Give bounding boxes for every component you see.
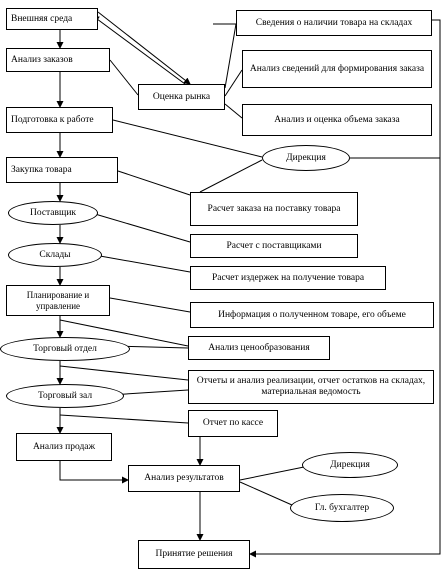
node-direction-bottom: Дирекция — [302, 452, 398, 478]
node-trade-hall: Торговый зал — [6, 384, 124, 408]
line-tradedept-reports — [59, 365, 189, 381]
node-orders-analysis: Анализ заказов — [6, 48, 110, 72]
line-warehouses-costs — [99, 255, 191, 273]
node-purchase: Закупка товара — [6, 157, 118, 183]
line-market-orderinfo — [224, 69, 243, 97]
node-order-info-analysis: Анализ сведений для формирования заказа — [242, 50, 432, 88]
node-reports: Отчеты и анализ реализации, отчет остатк… — [188, 370, 434, 404]
node-order-calculation: Расчет заказа на поставку товара — [190, 192, 358, 226]
node-stock-info: Сведения о наличии товара на складах — [236, 10, 432, 36]
node-decision-making: Принятие решения — [138, 540, 250, 569]
node-planning: Планирование и управление — [6, 285, 110, 316]
node-cash-report: Отчет по кассе — [188, 410, 278, 437]
node-chief-accountant: Гл. бухгалтер — [290, 494, 394, 522]
line-orders-market — [109, 59, 139, 96]
arrow-sales-to-results — [59, 461, 129, 484]
arrow-market-to-external — [92, 15, 186, 85]
line-purchase-ordercalc — [117, 170, 191, 196]
node-costs-calculation: Расчет издержек на получение товара — [190, 266, 386, 290]
line-ordercalc-direction — [199, 159, 263, 193]
node-direction-top: Дирекция — [262, 145, 350, 171]
line-tradehall-cash — [59, 414, 189, 424]
node-warehouses: Склады — [8, 243, 102, 267]
node-market-evaluation: Оценка рынка — [138, 84, 225, 110]
node-sales-analysis: Анализ продаж — [16, 433, 112, 461]
node-supplier-settlement: Расчет с поставщиками — [190, 234, 358, 258]
line-suppliers-suppliercalc — [94, 213, 191, 243]
arrow-feedback-to-decision — [249, 19, 441, 558]
node-trade-department: Торговый отдел — [0, 337, 130, 361]
node-order-volume: Анализ и оценка объема заказа — [242, 104, 432, 136]
line-market-volume — [224, 103, 243, 119]
line-results-direction — [239, 466, 305, 481]
node-results-analysis: Анализ результатов — [128, 465, 240, 492]
line-planning-received — [109, 297, 191, 313]
node-external-environment: Внешняя среда — [6, 8, 98, 30]
node-suppliers: Поставщик — [8, 201, 98, 225]
line-market-stockinfo — [224, 23, 237, 89]
arrow-external-to-market — [97, 11, 191, 85]
node-received-goods-info: Информация о полученном товаре, его объе… — [190, 302, 434, 328]
line-results-accountant — [239, 481, 293, 506]
line-preparation-direction — [112, 119, 263, 158]
line-planning-pricing — [59, 319, 189, 347]
node-pricing-analysis: Анализ ценообразования — [188, 336, 330, 360]
node-preparation: Подготовка к работе — [6, 107, 113, 133]
